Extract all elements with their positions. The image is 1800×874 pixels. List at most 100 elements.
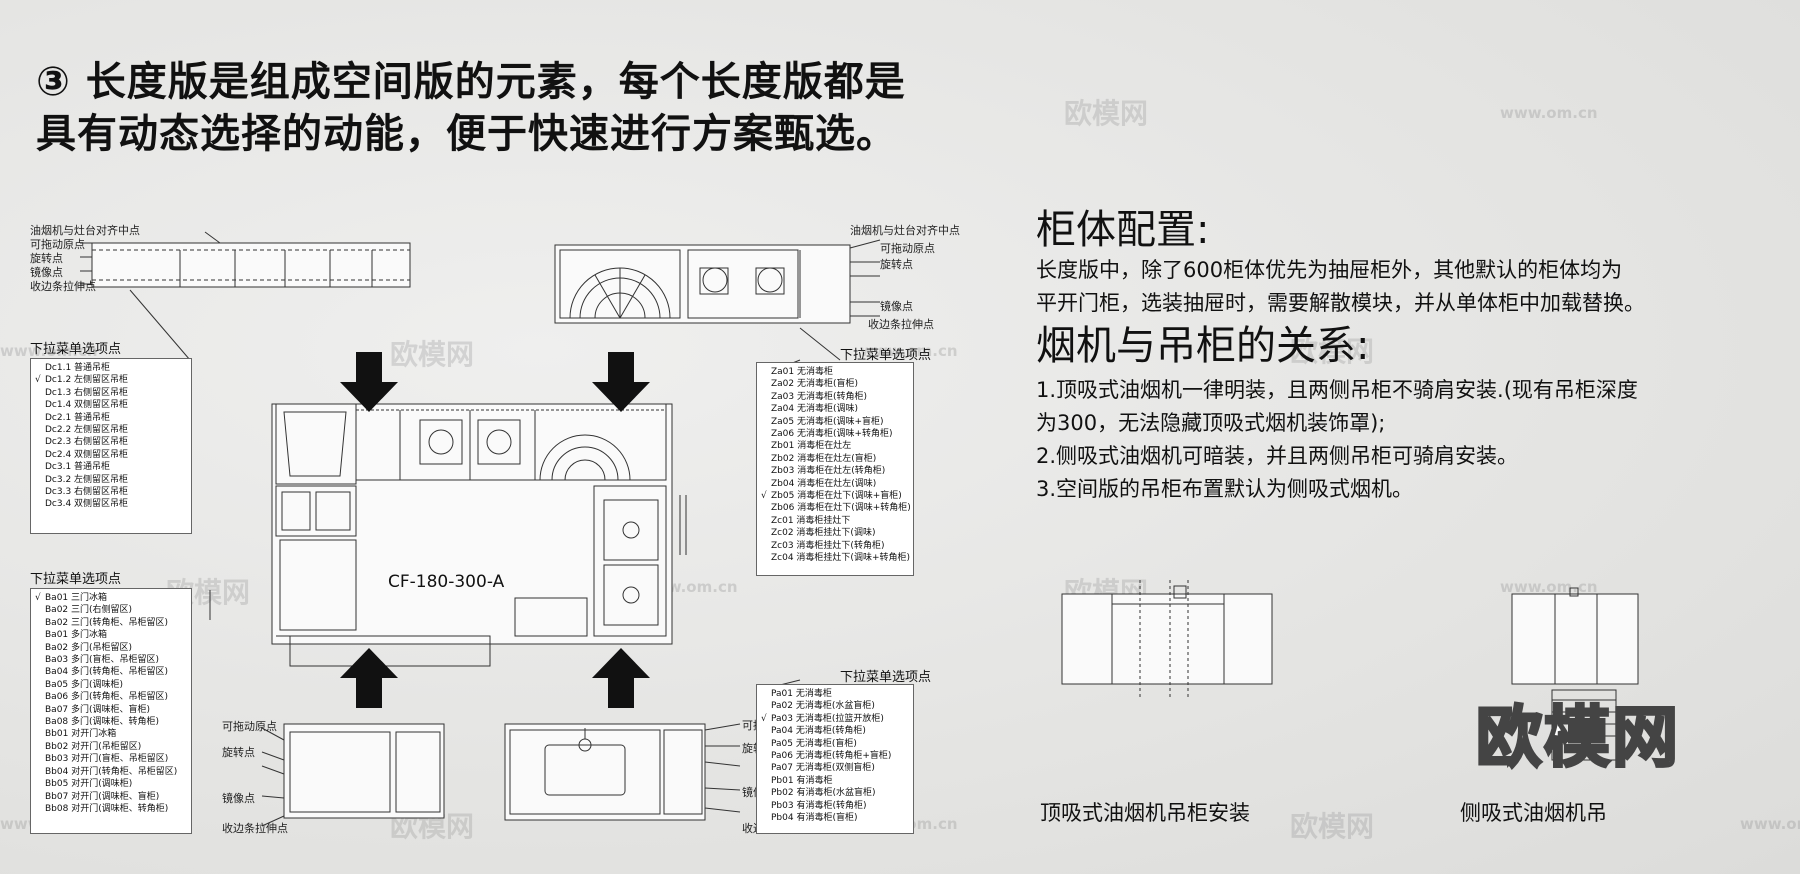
menu-option[interactable]: Za03 无消毒柜(转角柜) [761,391,909,403]
menu-option[interactable]: Pb02 有消毒柜(水盆盲柜) [761,787,909,799]
menu-option[interactable]: Zb02 消毒柜在灶左(盲柜) [761,453,909,465]
cabinet-config-text-1: 长度版中，除了600柜体优先为抽屉柜外，其他默认的柜体均为 [1036,258,1623,282]
menu-option[interactable]: Za05 无消毒柜(调味+盲柜) [761,416,909,428]
menu-option-label: Ba08 多门(调味柜、转角柜) [45,717,160,728]
menu-option-label: Zb06 消毒柜在灶下(调味+转角柜) [771,503,911,514]
floor-plan [271,403,687,667]
menu-option-label: Zc04 消毒柜挂灶下(调味+转角柜) [771,553,910,564]
menu-option-label: Za02 无消毒柜(盲柜) [771,379,859,390]
menu-option[interactable]: Zc01 消毒柜挂灶下 [761,515,909,527]
menu-option-label: Bb02 对开门(吊柜留区) [45,741,142,752]
menu-option-label: Pa01 无消毒柜 [771,689,832,699]
menu-option-label: Bb08 对开门(调味柜、转角柜) [45,803,169,814]
hood-relation-text-1: 1.顶吸式油烟机一律明装，且两侧吊柜不骑肩安装.(现有吊柜深度 [1036,378,1638,402]
label-rotate-point: 旋转点 [30,252,63,265]
menu-option-label: Zb02 消毒柜在灶左(盲柜) [771,453,877,464]
watermark-brand: 欧模网 [1290,810,1375,843]
menu-option-label: Zb05 消毒柜在灶下(调味+盲柜) [771,491,902,502]
description-panel: 柜体配置: 长度版中，除了600柜体优先为抽屉柜外，其他默认的柜体均为 平开门柜… [1036,206,1776,506]
menu-option[interactable]: Pa01 无消毒柜 [761,688,909,700]
menu-option[interactable]: Dc2.2 左侧留区吊柜 [35,424,187,436]
menu-option[interactable]: Pa04 无消毒柜(转角柜) [761,725,909,737]
menu-option[interactable]: Zb06 消毒柜在灶下(调味+转角柜) [761,502,911,514]
menu-option-label: Ba02 三门(转角柜、吊柜留区) [45,617,169,628]
menu-option[interactable]: √Zb05 消毒柜在灶下(调味+盲柜) [761,490,909,502]
menu-option[interactable]: Za04 无消毒柜(调味) [761,403,909,415]
label-rotate-point: 旋转点 [222,746,255,759]
menu-option[interactable]: √Ba01 三门冰箱 [35,592,187,604]
elevation-top-left [91,231,411,361]
menu-option[interactable]: Dc2.3 右侧留区吊柜 [35,436,187,448]
menu-option-label: Za06 无消毒柜(调味+转角柜) [771,429,893,440]
menu-option-label: Dc1.1 普通吊柜 [45,363,111,373]
menu-option[interactable]: Ba02 多门(吊柜留区) [35,642,187,654]
menu-option[interactable]: Ba04 多门(转角柜、吊柜留区) [35,666,187,678]
menu-option[interactable]: Bb02 对开门(吊柜留区) [35,741,187,753]
menu-option[interactable]: Za02 无消毒柜(盲柜) [761,378,909,390]
menu-option[interactable]: Dc1.3 右侧留区吊柜 [35,387,187,399]
menu-option[interactable]: Pb04 有消毒柜(盲柜) [761,812,909,824]
menu-option[interactable]: Ba03 多门(盲柜、吊柜留区) [35,654,187,666]
menu-option[interactable]: Ba02 三门(转角柜、吊柜留区) [35,617,187,629]
menu-option-label: Dc2.3 右侧留区吊柜 [45,437,129,448]
menu-option[interactable]: Ba05 多门(调味柜) [35,679,187,691]
menu-option[interactable]: Dc2.4 双侧留区吊柜 [35,449,187,461]
menu-option[interactable]: Dc3.2 左侧留区吊柜 [35,474,187,486]
brand-logo-watermark: 欧模网 [1475,698,1680,778]
menu-option[interactable]: Pa06 无消毒柜(转角柜+盲柜) [761,750,909,762]
label-movable-point: 可拖动原点 [30,238,85,251]
hood-relation-heading: 烟机与吊柜的关系: [1036,323,1370,369]
menu-title-za: 下拉菜单选项点 [840,348,932,363]
menu-option[interactable]: Bb07 对开门(调味柜、盲柜) [35,791,187,803]
menu-option[interactable]: Pa07 无消毒柜(双侧盲柜) [761,762,909,774]
menu-option[interactable]: Bb08 对开门(调味柜、转角柜) [35,803,187,815]
menu-option[interactable]: Pb01 有消毒柜 [761,775,909,787]
menu-option[interactable]: Bb01 对开门冰箱 [35,728,187,740]
menu-option[interactable]: Dc3.1 普通吊柜 [35,461,187,473]
menu-option[interactable]: Zc04 消毒柜挂灶下(调味+转角柜) [761,552,910,564]
menu-option-label: Dc3.3 右侧留区吊柜 [45,487,129,498]
menu-option[interactable]: Za06 无消毒柜(调味+转角柜) [761,428,909,440]
menu-option[interactable]: Zc02 消毒柜挂灶下(调味) [761,527,909,539]
menu-option[interactable]: Zb01 消毒柜在灶左 [761,440,909,452]
menu-option[interactable]: Dc1.4 双侧留区吊柜 [35,399,187,411]
menu-option-label: Za05 无消毒柜(调味+盲柜) [771,416,884,427]
menu-option[interactable]: Dc2.1 普通吊柜 [35,412,187,424]
arrow-up-right [592,648,650,708]
menu-option-label: Pb04 有消毒柜(盲柜) [771,813,858,824]
menu-option[interactable]: Pa02 无消毒柜(水盆盲柜) [761,700,909,712]
menu-option[interactable]: Zc03 消毒柜挂灶下(转角柜) [761,540,909,552]
menu-option[interactable]: Pb03 有消毒柜(转角柜) [761,800,909,812]
menu-option[interactable]: Za01 无消毒柜 [761,366,909,378]
hood-diagram-side-suction [1511,587,1639,761]
watermark-url: www.om.cn [1500,578,1598,596]
menu-option[interactable]: Pa05 无消毒柜(盲柜) [761,738,909,750]
menu-option[interactable]: Zb04 消毒柜在灶左(调味) [761,478,909,490]
menu-option[interactable]: Dc3.4 双侧留区吊柜 [35,498,187,510]
menu-option[interactable]: Bb05 对开门(调味柜) [35,778,187,790]
menu-option-label: Pb02 有消毒柜(水盆盲柜) [771,788,876,799]
menu-option[interactable]: Ba02 三门(右侧留区) [35,604,187,616]
menu-title-pa: 下拉菜单选项点 [840,670,932,685]
menu-option[interactable]: Bb04 对开门(转角柜、吊柜留区) [35,766,187,778]
menu-option[interactable]: Ba08 多门(调味柜、转角柜) [35,716,187,728]
menu-option[interactable]: Zb03 消毒柜在灶左(转角柜) [761,465,909,477]
menu-option[interactable]: √Dc1.2 左侧留区吊柜 [35,374,187,386]
caption-top-suction: 顶吸式油烟机吊柜安装 [1040,801,1250,825]
menu-option[interactable]: Ba06 多门(转角柜、吊柜留区) [35,691,187,703]
menu-option-label: Ba04 多门(转角柜、吊柜留区) [45,667,169,678]
menu-option[interactable]: Ba07 多门(调味柜、盲柜) [35,704,187,716]
menu-option[interactable]: Bb03 对开门(盲柜、吊柜留区) [35,753,187,765]
menu-option-label: Zc03 消毒柜挂灶下(转角柜) [771,540,885,551]
label-align-point: 油烟机与灶台对齐中点 [850,224,960,237]
menu-option-label: Zc02 消毒柜挂灶下(调味) [771,528,876,539]
menu-option[interactable]: Ba01 多门冰箱 [35,629,187,641]
menu-option[interactable]: Dc1.1 普通吊柜 [35,362,187,374]
menu-option[interactable]: √Pa03 无消毒柜(拉篮开放柜) [761,713,909,725]
hood-relation-text-2: 为300，无法隐藏顶吸式烟机装饰罩); [1036,411,1386,435]
menu-option[interactable]: Dc3.3 右侧留区吊柜 [35,486,187,498]
